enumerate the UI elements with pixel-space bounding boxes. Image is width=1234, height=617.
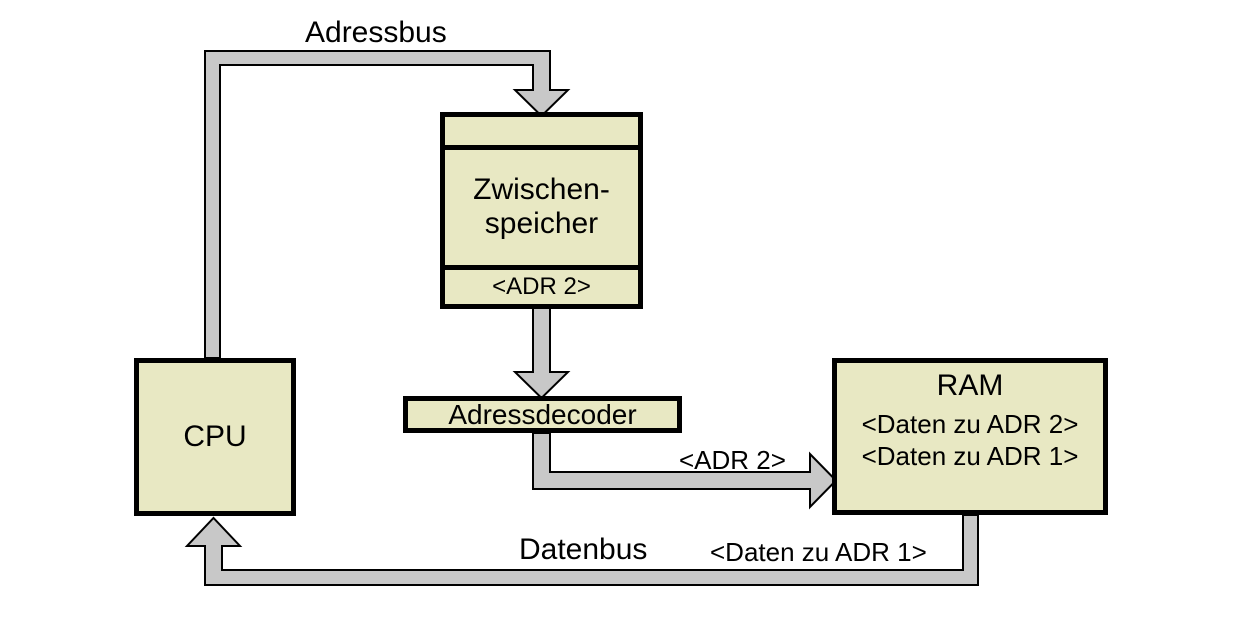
zwischenspeicher-label-cell: Zwischen- speicher (445, 150, 638, 270)
adressdecoder-label: Adressdecoder (448, 398, 637, 430)
decoder-to-ram-arrow (532, 432, 838, 510)
adressdecoder-block[interactable]: Adressdecoder (403, 396, 682, 433)
zwischenspeicher-label-line1: Zwischen- (473, 172, 610, 206)
datenbus-arrow (184, 514, 979, 586)
adr2-wire-label: <ADR 2> (679, 445, 786, 475)
zwischenspeicher-label-line2: speicher (484, 206, 599, 240)
daten-zu-adr1-label: <Daten zu ADR 1> (710, 537, 927, 567)
adressbus-arrow (204, 50, 571, 359)
buffer-to-decoder-arrow (512, 307, 571, 400)
cpu-label: CPU (183, 420, 247, 453)
zwischenspeicher-block[interactable]: Zwischen- speicher <ADR 2> (440, 112, 643, 309)
ram-row: <Daten zu ADR 1> (861, 440, 1079, 471)
ram-row: <Daten zu ADR 2> (861, 409, 1079, 439)
zwischenspeicher-empty-cell (445, 117, 638, 150)
ram-block[interactable]: RAM <Daten zu ADR 2> <Daten zu ADR 1> (832, 358, 1108, 515)
datenbus-label: Datenbus (519, 533, 648, 566)
zwischenspeicher-value-cell: <ADR 2> (492, 273, 591, 300)
cpu-block[interactable]: CPU (134, 358, 296, 516)
ram-label: RAM (936, 369, 1004, 402)
adressbus-label: Adressbus (305, 16, 447, 49)
